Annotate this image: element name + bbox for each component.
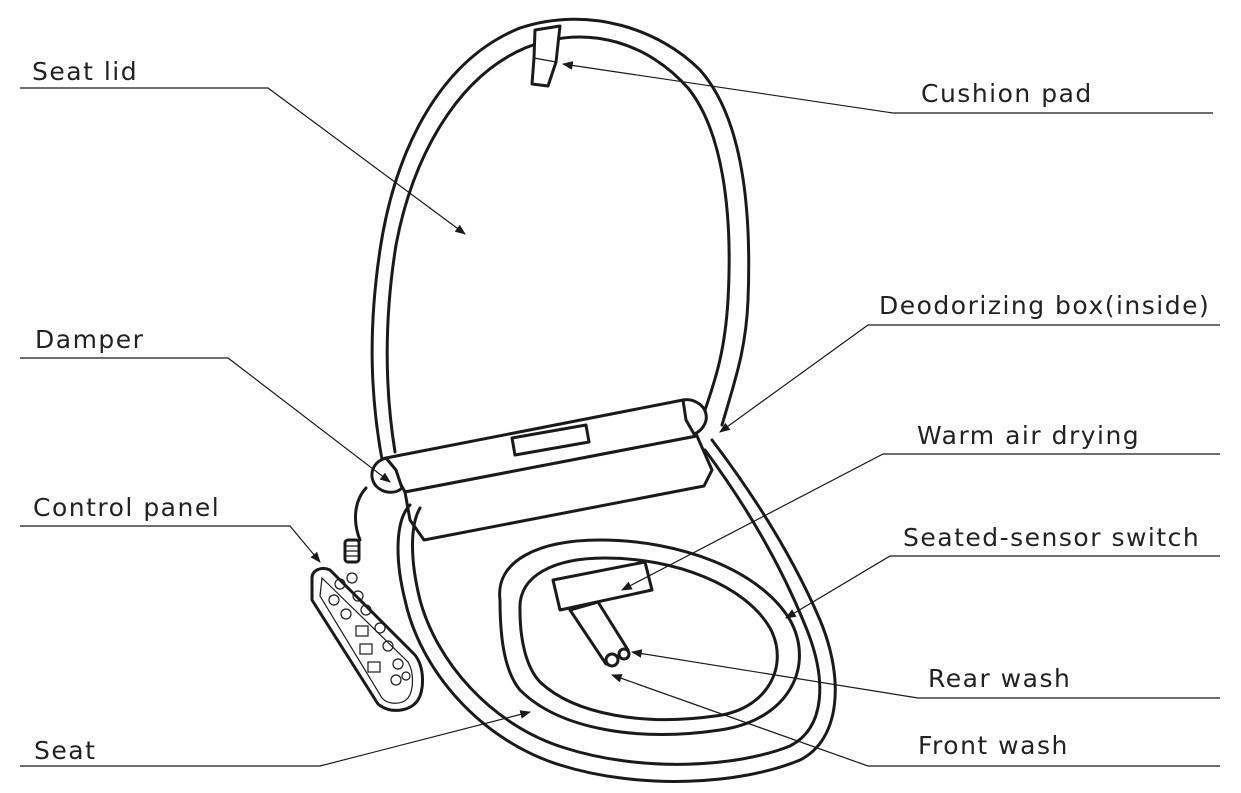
label-cushion-pad: Cushion pad xyxy=(921,79,1093,108)
leader-deodorizing-box xyxy=(719,324,1220,433)
leader-seated-sensor xyxy=(785,555,1220,619)
leader-front-wash xyxy=(610,674,1220,767)
label-seat-lid: Seat lid xyxy=(32,57,139,86)
leader-rear-wash xyxy=(630,649,1220,699)
label-control-panel: Control panel xyxy=(33,493,221,522)
nozzle-assembly-shape xyxy=(551,560,654,668)
label-seated-sensor-switch: Seated-sensor switch xyxy=(903,523,1201,552)
label-rear-wash: Rear wash xyxy=(928,664,1072,693)
leader-seat xyxy=(20,710,532,767)
control-panel-buttons xyxy=(328,572,411,686)
leader-seat-lid xyxy=(20,87,466,235)
label-deodorizing-box: Deodorizing box(inside) xyxy=(879,291,1211,320)
hinge-body-shape xyxy=(370,398,714,542)
control-panel-shape xyxy=(310,566,424,712)
seat-lid-shape xyxy=(370,17,751,472)
label-front-wash: Front wash xyxy=(918,731,1069,760)
label-warm-air-drying: Warm air drying xyxy=(917,421,1141,450)
leader-damper xyxy=(20,357,391,483)
seat-shape xyxy=(396,438,837,783)
leader-warm-air-drying xyxy=(621,453,1220,591)
leader-control-panel xyxy=(20,525,321,563)
label-seat: Seat xyxy=(34,736,97,765)
cushion-pad-shape xyxy=(530,24,562,88)
leader-lines xyxy=(20,61,1220,767)
label-damper: Damper xyxy=(35,325,145,354)
leader-cushion-pad xyxy=(561,61,1213,114)
side-fitting-shape xyxy=(343,486,368,564)
